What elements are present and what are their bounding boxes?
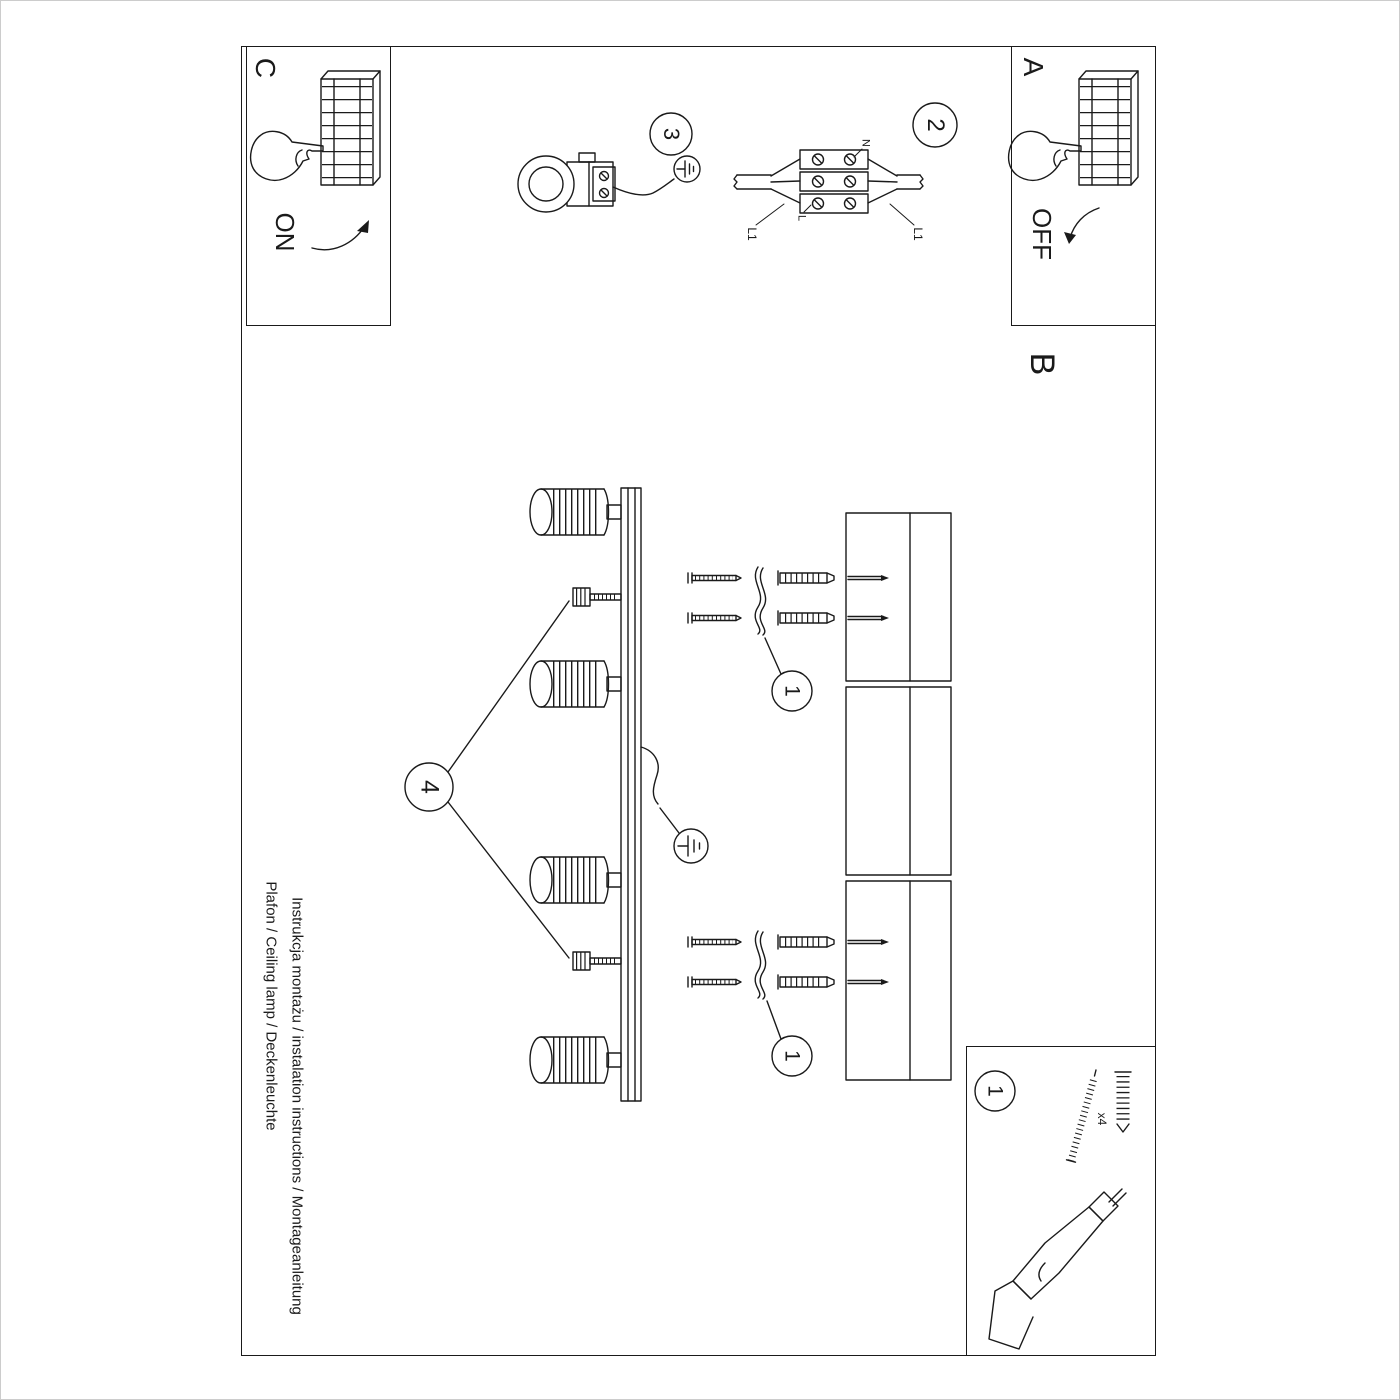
- callout-1-top-group: [764, 637, 813, 712]
- breaker-on-illustration: [251, 71, 380, 251]
- ground-symbol-icon: [673, 828, 709, 864]
- wire-label-l1-right: L1: [911, 227, 925, 241]
- callout-3-circle: [649, 112, 693, 156]
- ground-leader-line: [659, 807, 680, 834]
- callout-2-number: 2: [922, 118, 949, 132]
- step-c-label: C: [250, 57, 281, 79]
- drill-illustration: [988, 1188, 1127, 1350]
- parts-callout-number: 1: [983, 1085, 1007, 1097]
- callout-4-group: [404, 600, 570, 959]
- parts-callout-1-circle: [974, 1070, 1016, 1112]
- step-b-label: B: [1023, 352, 1061, 376]
- ground-symbol-small-icon: [673, 155, 701, 183]
- parts-qty-label: x4: [1095, 1112, 1109, 1126]
- footer-title: Instrukcja montażu / instalation instruc…: [288, 897, 306, 1315]
- parts-wall-plug-icon: [1114, 1071, 1132, 1133]
- terminal-block-illustration: [733, 148, 924, 226]
- breaker-off-illustration: [1009, 71, 1138, 244]
- step-a-action-label: OFF: [1027, 208, 1057, 260]
- step-a-panel: [1011, 46, 1156, 326]
- parts-screw-icon: [1065, 1069, 1098, 1163]
- mounting-hardware-bottom: [688, 931, 889, 1000]
- parts-panel: [966, 1046, 1156, 1356]
- step-c-panel: [246, 46, 391, 326]
- step-c-action-label: ON: [270, 212, 300, 252]
- lampholder-illustration: [517, 152, 675, 213]
- ceiling-sections: [845, 512, 952, 1081]
- on-arrow-icon: [357, 220, 369, 233]
- callout-1-number: 1: [780, 685, 804, 697]
- callout-2-circle: [912, 102, 958, 148]
- callout-1-bottom-group: [766, 1000, 813, 1077]
- callout-1-number: 1: [780, 1050, 804, 1062]
- wire-label-n: N: [859, 139, 872, 147]
- off-arrow-icon: [1064, 232, 1076, 244]
- wire-label-l1-left: L1: [745, 227, 759, 241]
- wire-label-l: L: [795, 214, 808, 222]
- footer-product: Plafon / Ceiling lamp / Deckenleuchte: [262, 881, 280, 1131]
- callout-4-number: 4: [415, 780, 444, 794]
- lamp-assembly-illustration: [530, 488, 659, 1101]
- mounting-hardware-top: [688, 567, 889, 636]
- callout-3-number: 3: [659, 127, 684, 141]
- step-a-label: A: [1018, 57, 1049, 77]
- sheet-border: [241, 46, 1156, 1356]
